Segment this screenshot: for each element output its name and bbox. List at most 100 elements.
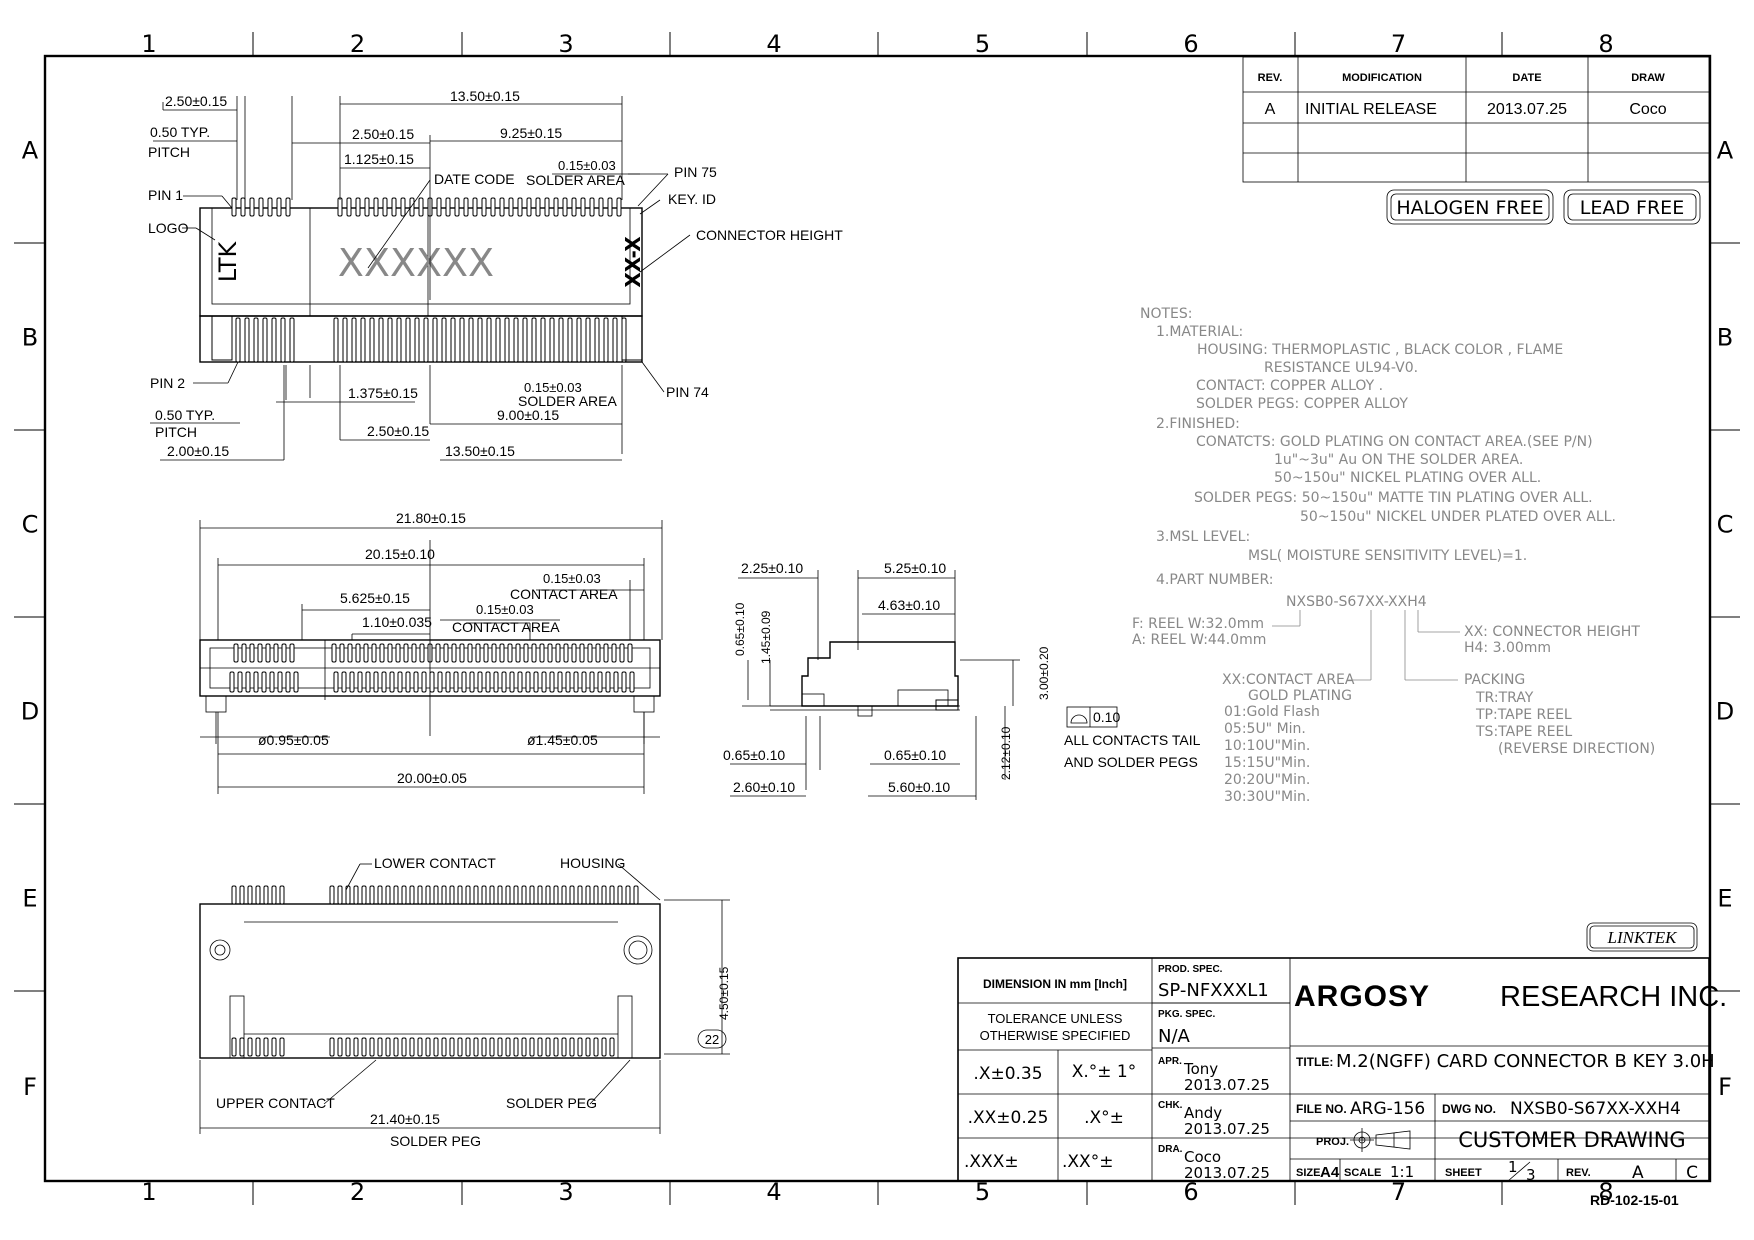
contact-area-b: CONTACT AREA bbox=[452, 619, 560, 635]
contact-pin bbox=[537, 1037, 543, 1057]
date-header: DATE bbox=[1512, 72, 1541, 84]
key-id-text: XX-X bbox=[621, 236, 645, 288]
contact-pin bbox=[262, 317, 268, 363]
dra-name: Coco bbox=[1184, 1148, 1221, 1166]
part-number: NXSB0-S67XX-XXH4 bbox=[1286, 594, 1427, 610]
solder-area-bottom: SOLDER AREA bbox=[518, 393, 617, 409]
tol-xxx-ang: .XX°± bbox=[1062, 1152, 1113, 1172]
contact-pin bbox=[346, 197, 352, 217]
rear-view-pins bbox=[231, 885, 639, 1057]
contact-pin bbox=[393, 1037, 399, 1057]
contact-pin bbox=[540, 317, 546, 363]
zone-column-label: 2 bbox=[350, 1178, 365, 1206]
dim-1375-bottom: 1.375±0.15 bbox=[348, 385, 418, 401]
dim-145: ø1.45±0.05 bbox=[527, 732, 598, 748]
upper-contact-label: UPPER CONTACT bbox=[216, 1095, 335, 1111]
tol-xxx: .XXX± bbox=[964, 1152, 1019, 1172]
revision-table: REV. MODIFICATION DATE DRAW A INITIAL RE… bbox=[1242, 56, 1710, 183]
dra-date: 2013.07.25 bbox=[1184, 1164, 1270, 1182]
contact-pin bbox=[597, 671, 603, 693]
contact-pin bbox=[522, 317, 528, 363]
contact-pin bbox=[545, 885, 551, 905]
contact-pin bbox=[601, 885, 607, 905]
contact-pin bbox=[247, 1037, 253, 1057]
dim-015a: 0.15±0.03 bbox=[543, 571, 601, 586]
contact-pin bbox=[491, 643, 497, 663]
lead-free-badge: LEAD FREE bbox=[1563, 189, 1701, 225]
dim-015-bottom: 0.15±0.03 bbox=[524, 380, 582, 395]
solder-peg-label: SOLDER PEG bbox=[506, 1095, 597, 1111]
contact-pin bbox=[612, 317, 618, 363]
dim-pitch-top: 0.50 TYP. bbox=[150, 124, 210, 140]
contact-pin bbox=[505, 885, 511, 905]
contact-pin bbox=[289, 317, 295, 363]
contact-pin bbox=[261, 671, 267, 693]
contact-pin bbox=[504, 317, 510, 363]
contact-pin bbox=[341, 671, 347, 693]
contact-pin bbox=[576, 317, 582, 363]
tolerance-line-1: TOLERANCE UNLESS bbox=[988, 1011, 1123, 1026]
contact-pin bbox=[267, 197, 273, 217]
contact-pin bbox=[627, 643, 633, 663]
contact-pin bbox=[535, 197, 541, 217]
dim-2180: 21.80±0.15 bbox=[396, 510, 466, 526]
rev-value-tb: A bbox=[1632, 1163, 1644, 1183]
contact-pin bbox=[263, 1037, 269, 1057]
drawing-border bbox=[43, 54, 1712, 1183]
contact-pin bbox=[459, 317, 465, 363]
contact-pin bbox=[580, 197, 586, 217]
contact-pin bbox=[473, 1037, 479, 1057]
contact-pin bbox=[587, 643, 593, 663]
contact-pin bbox=[585, 317, 591, 363]
contact-pin bbox=[355, 643, 361, 663]
contact-pin bbox=[387, 643, 393, 663]
contact-pin bbox=[418, 197, 424, 217]
zone-row-label: B bbox=[22, 324, 38, 352]
xx-connector-height: XX: CONNECTOR HEIGHT bbox=[1464, 624, 1640, 640]
contact-pin bbox=[501, 671, 507, 693]
dra-label: DRA. bbox=[1158, 1144, 1183, 1155]
note-line-11: 50~150u" NICKEL UNDER PLATED OVER ALL. bbox=[1300, 509, 1616, 525]
note-line-8: 1u"~3u" Au ON THE SOLDER AREA. bbox=[1274, 452, 1523, 468]
contact-pin bbox=[477, 671, 483, 693]
pin1-label: PIN 1 bbox=[148, 187, 183, 203]
zone-column-label: 5 bbox=[975, 1178, 990, 1206]
contact-pin bbox=[593, 885, 599, 905]
zone-column-label: 3 bbox=[558, 30, 573, 58]
dim-1350-top: 13.50±0.15 bbox=[450, 88, 520, 104]
rev-label-tb: REV. bbox=[1566, 1167, 1591, 1179]
contact-pin bbox=[413, 671, 419, 693]
flatness-note-1: ALL CONTACTS TAIL bbox=[1064, 732, 1201, 748]
contact-pin bbox=[257, 643, 263, 663]
contact-pin bbox=[389, 671, 395, 693]
contact-pin bbox=[553, 885, 559, 905]
dim-300: 3.00±0.20 bbox=[1037, 646, 1051, 700]
contact-pin bbox=[241, 643, 247, 663]
contact-pin bbox=[382, 197, 388, 217]
sheet-total: 3 bbox=[1526, 1166, 1536, 1184]
contact-pin bbox=[239, 885, 245, 905]
key-id-label: KEY. ID bbox=[668, 191, 716, 207]
apr-name: Tony bbox=[1183, 1060, 1218, 1078]
projection-symbol-icon bbox=[1350, 1128, 1411, 1152]
contact-pin bbox=[589, 671, 595, 693]
zone-column-label: 5 bbox=[975, 30, 990, 58]
contact-pin bbox=[555, 643, 561, 663]
pitch-label-top: PITCH bbox=[148, 144, 190, 160]
contact-pin bbox=[396, 317, 402, 363]
contact-pin bbox=[454, 197, 460, 217]
balloon-22: 22 bbox=[705, 1032, 719, 1047]
contact-pin bbox=[255, 1037, 261, 1057]
contact-pin bbox=[369, 885, 375, 905]
contact-pin bbox=[331, 643, 337, 663]
contact-pin bbox=[537, 885, 543, 905]
contact-pin bbox=[443, 643, 449, 663]
packing-4: (REVERSE DIRECTION) bbox=[1498, 741, 1655, 757]
note-line-13: MSL( MOISTURE SENSITIVITY LEVEL)=1. bbox=[1248, 548, 1527, 564]
front-view-pins bbox=[229, 643, 635, 693]
linktek-badge: LINKTEK bbox=[1586, 922, 1698, 952]
contact-pin bbox=[381, 671, 387, 693]
contact-pin bbox=[603, 643, 609, 663]
contact-pin bbox=[526, 197, 532, 217]
apr-date: 2013.07.25 bbox=[1184, 1076, 1270, 1094]
